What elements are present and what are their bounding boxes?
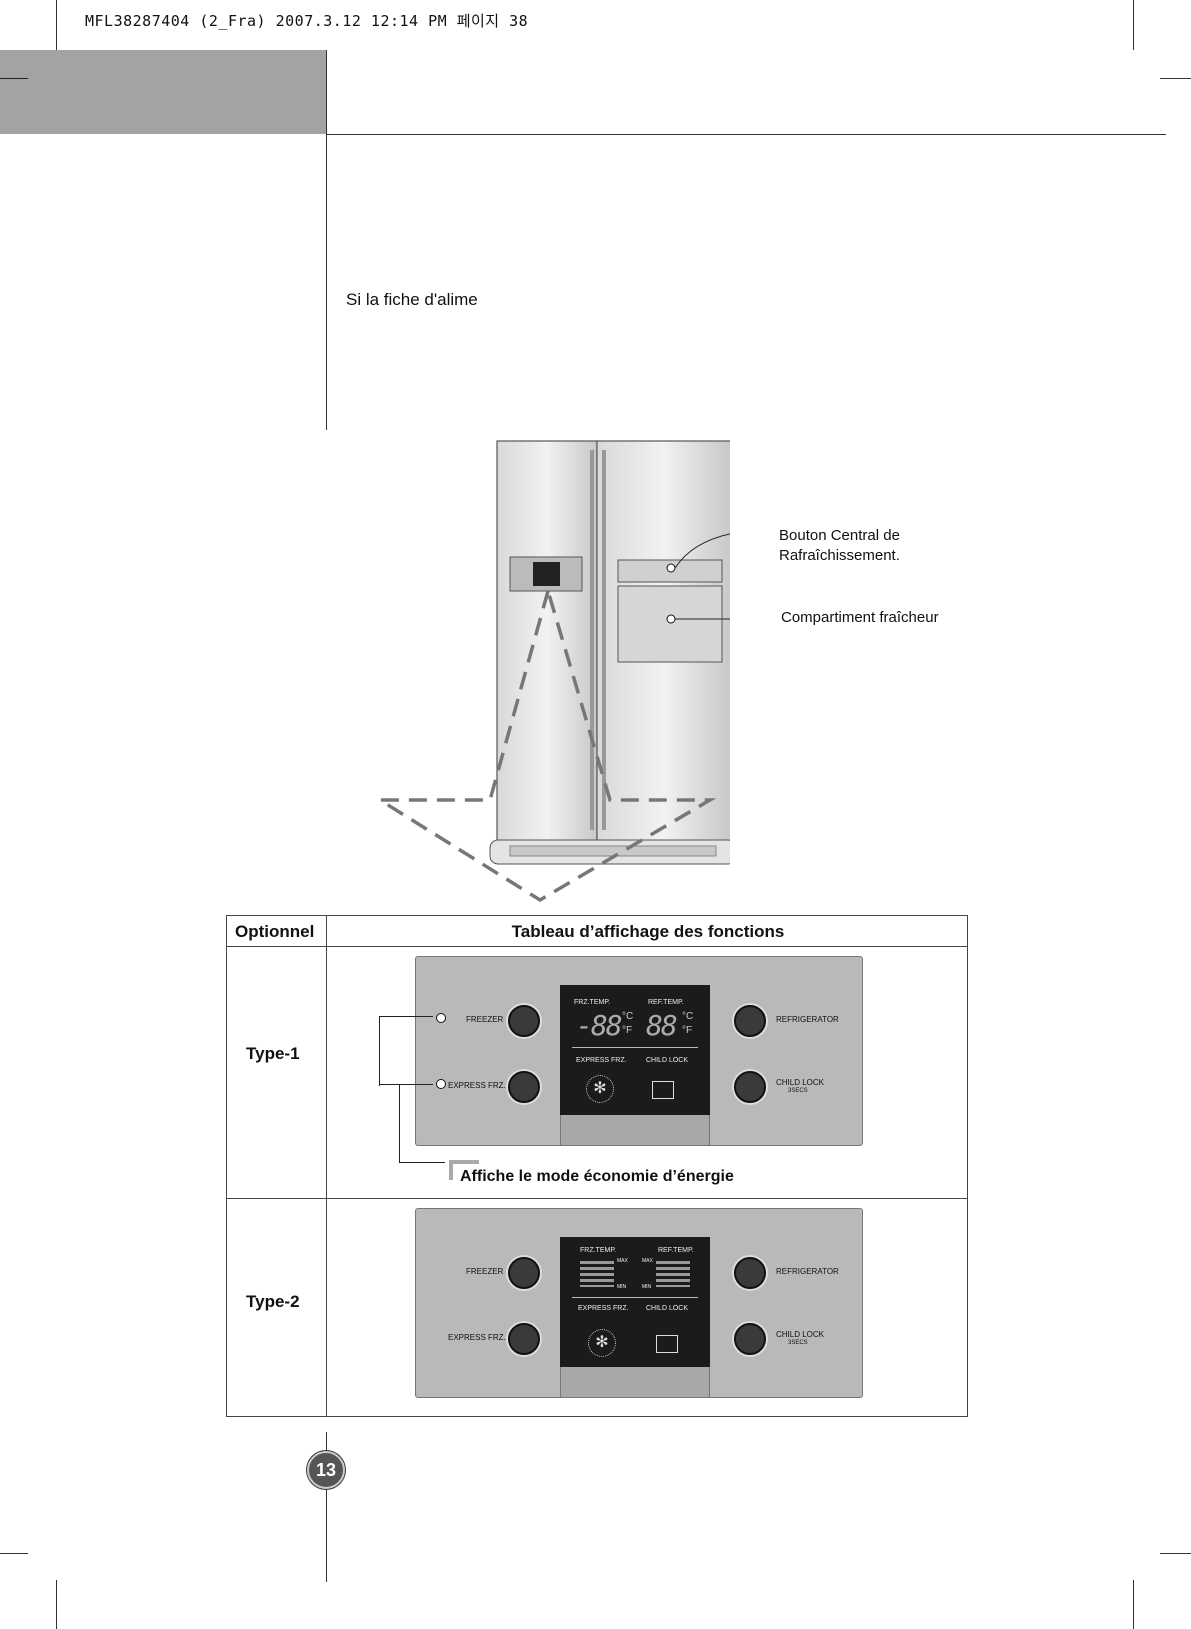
- snowflake-icon: ✻: [588, 1329, 616, 1357]
- intro-text: Si la fiche d'alime: [346, 290, 478, 309]
- column-header-title: Tableau d’affichage des fonctions: [511, 922, 785, 941]
- crop-mark: [1133, 0, 1134, 50]
- type-2-control-panel: FREEZER EXPRESS FRZ. REFRIGERATOR CHILD …: [415, 1208, 863, 1398]
- bracket-line: [379, 1016, 380, 1086]
- energy-saving-note: Affiche le mode économie d’énergie: [460, 1168, 734, 1185]
- freezer-temp-digits: -88: [576, 1009, 623, 1042]
- crop-mark: [1160, 1553, 1191, 1554]
- note-marker: [449, 1160, 453, 1180]
- refrigerator-temp-digits: 88: [646, 1009, 678, 1042]
- display-base: [560, 1115, 710, 1145]
- frz-temp-label: FRZ.TEMP.: [574, 999, 611, 1006]
- option-column: [227, 916, 327, 1416]
- child-lock-button[interactable]: [734, 1071, 766, 1103]
- express-frz-label: EXPRESS FRZ.: [448, 1081, 506, 1090]
- callout-cooling-button: Bouton Central de Rafraîchissement.: [779, 527, 900, 564]
- function-display-table: Optionnel Tableau d’affichage des foncti…: [226, 915, 968, 1417]
- header-rule: [326, 134, 1166, 135]
- bracket-line: [399, 1084, 400, 1162]
- tab-mark: [0, 78, 28, 79]
- crop-mark: [0, 1553, 28, 1554]
- refrigerator-button[interactable]: [734, 1257, 766, 1289]
- display-divider: [572, 1297, 698, 1298]
- freezer-led: [436, 1013, 446, 1023]
- ref-temp-label: REF.TEMP.: [658, 1247, 694, 1254]
- crop-mark: [1133, 1580, 1134, 1629]
- crop-mark: [56, 1580, 57, 1629]
- freezer-label: FREEZER: [466, 1015, 504, 1024]
- frz-temp-label: FRZ.TEMP.: [580, 1247, 617, 1254]
- display-divider: [572, 1047, 698, 1048]
- note-marker: [449, 1160, 479, 1164]
- display-child-lock-label: CHILD LOCK: [646, 1057, 689, 1064]
- child-lock-label: CHILD LOCK: [776, 1330, 825, 1339]
- refrigerator-label: REFRIGERATOR: [776, 1267, 839, 1276]
- freezer-button[interactable]: [508, 1005, 540, 1037]
- page-number: 13: [307, 1451, 345, 1489]
- refrigerator-button[interactable]: [734, 1005, 766, 1037]
- table-row-divider: [227, 1198, 967, 1199]
- print-header: MFL38287404 (2_Fra) 2007.3.12 12:14 PM 페…: [85, 12, 529, 30]
- lock-icon: [652, 1081, 674, 1099]
- freezer-min-label: MIN: [617, 1284, 627, 1290]
- child-lock-button[interactable]: [734, 1323, 766, 1355]
- secs-label: 3SECS: [788, 1088, 808, 1094]
- freezer-button[interactable]: [508, 1257, 540, 1289]
- refrigerator-max-label: MAX: [642, 1258, 653, 1264]
- type-2-label: Type-2: [246, 1292, 300, 1311]
- refrigerator-illustration: [373, 440, 730, 903]
- refrigerator-label: REFRIGERATOR: [776, 1015, 839, 1024]
- freezer-fahrenheit: °F: [622, 1025, 633, 1036]
- express-frz-button[interactable]: [508, 1071, 540, 1103]
- refrigerator-celsius: °C: [682, 1011, 694, 1022]
- lock-icon: [656, 1335, 678, 1353]
- table-row-divider: [227, 946, 967, 947]
- express-frz-button[interactable]: [508, 1323, 540, 1355]
- freezer-level-bars: [580, 1261, 614, 1287]
- ref-temp-label: REF.TEMP.: [648, 999, 684, 1006]
- column-rule-bottom: [326, 1432, 327, 1582]
- freezer-max-label: MAX: [617, 1258, 628, 1264]
- refrigerator-level-bars: [656, 1261, 690, 1287]
- display-child-lock-label: CHILD LOCK: [646, 1305, 689, 1312]
- refrigerator-min-label: MIN: [642, 1284, 652, 1290]
- express-led: [436, 1079, 446, 1089]
- child-lock-label: CHILD LOCK: [776, 1078, 825, 1087]
- freezer-label: FREEZER: [466, 1267, 504, 1276]
- bracket-line: [379, 1084, 433, 1085]
- display-base: [560, 1367, 710, 1397]
- bracket-line: [379, 1016, 433, 1017]
- display-express-label: EXPRESS FRZ.: [576, 1057, 627, 1064]
- secs-label: 3SECS: [788, 1340, 808, 1346]
- freezer-celsius: °C: [622, 1011, 634, 1022]
- express-frz-label: EXPRESS FRZ.: [448, 1333, 506, 1342]
- type-1-label: Type-1: [246, 1044, 300, 1063]
- display-express-label: EXPRESS FRZ.: [578, 1305, 629, 1312]
- crop-mark: [56, 0, 57, 50]
- section-tab: [0, 50, 326, 134]
- column-header-option: Optionnel: [235, 922, 315, 941]
- refrigerator-fahrenheit: °F: [682, 1025, 693, 1036]
- snowflake-icon: ✻: [586, 1075, 614, 1103]
- callout-compartment: Compartiment fraîcheur: [781, 609, 939, 626]
- type-1-control-panel: FREEZER EXPRESS FRZ. REFRIGERATOR CHILD …: [415, 956, 863, 1146]
- column-rule: [326, 50, 327, 430]
- crop-mark: [1160, 78, 1191, 79]
- bracket-line: [399, 1162, 445, 1163]
